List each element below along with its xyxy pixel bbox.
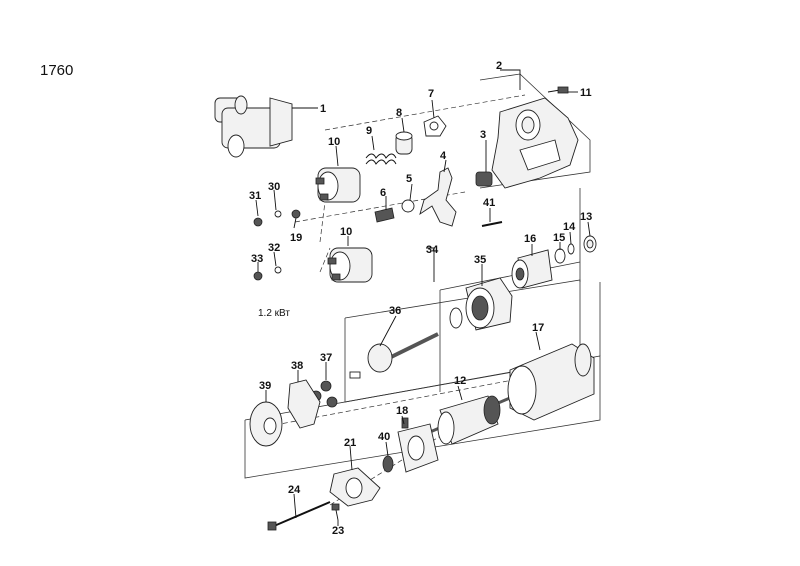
through-bolt <box>267 501 331 531</box>
label-18: 18 <box>396 405 408 417</box>
label-32: 32 <box>268 242 280 254</box>
axis-lines <box>274 94 556 506</box>
fork-washer <box>401 199 415 213</box>
label-38: 38 <box>291 360 303 372</box>
rings <box>554 235 597 264</box>
leader-lines <box>255 69 591 526</box>
bearing <box>382 455 394 473</box>
label-15: 15 <box>553 232 565 244</box>
label-23: 23 <box>332 525 344 537</box>
label-24: 24 <box>288 484 301 496</box>
label-21: 21 <box>344 437 356 449</box>
commutator-end-cap <box>329 467 381 507</box>
ring-gear <box>449 277 513 331</box>
label-5: 5 <box>406 173 412 185</box>
label-9: 9 <box>366 125 372 137</box>
label-40: 40 <box>378 431 390 443</box>
brush-holder <box>397 417 439 473</box>
starter-assembly <box>214 95 318 158</box>
label-41: 41 <box>483 197 495 209</box>
label-13: 13 <box>580 211 592 223</box>
label-3: 3 <box>480 129 486 141</box>
drive-end-housing <box>491 89 579 189</box>
yoke <box>507 343 595 421</box>
label-31: 31 <box>249 190 261 202</box>
small-bolt <box>331 503 340 521</box>
label-14: 14 <box>563 221 576 233</box>
label-10-upper: 10 <box>328 136 340 148</box>
pinion <box>475 171 493 187</box>
label-8: 8 <box>396 107 402 119</box>
label-33: 33 <box>251 253 263 265</box>
label-34: 34 <box>426 244 439 256</box>
label-35: 35 <box>474 254 486 266</box>
armature <box>429 395 511 445</box>
engagement-fork <box>419 167 457 227</box>
page-code: 1760 <box>40 62 73 79</box>
overrunning-clutch <box>511 249 553 289</box>
label-2: 2 <box>496 60 502 72</box>
label-1: 1 <box>320 103 326 115</box>
part-labels: 1 2 3 4 5 6 7 8 9 10 10 11 12 13 14 15 1… <box>249 60 592 537</box>
return-spring <box>365 153 397 165</box>
label-17: 17 <box>532 322 544 334</box>
solenoid-lower <box>327 247 373 283</box>
label-16: 16 <box>524 233 536 245</box>
label-36: 36 <box>389 305 401 317</box>
power-note: 1.2 кВт <box>258 308 290 319</box>
label-30: 30 <box>268 181 280 193</box>
screw <box>557 86 569 94</box>
planet-carrier-shaft <box>349 332 439 379</box>
label-39: 39 <box>259 380 271 392</box>
label-19: 19 <box>290 232 302 244</box>
plate <box>423 115 447 137</box>
plunger <box>395 131 413 155</box>
gear-housing <box>287 379 321 429</box>
label-7: 7 <box>428 88 434 100</box>
seal-plate <box>249 401 283 447</box>
stud <box>481 221 503 227</box>
label-10-lower: 10 <box>340 226 352 238</box>
label-6: 6 <box>380 187 386 199</box>
label-37: 37 <box>320 352 332 364</box>
solenoid-upper <box>315 167 361 203</box>
label-4: 4 <box>440 150 447 162</box>
rubber-block <box>374 207 395 223</box>
label-12: 12 <box>454 375 466 387</box>
label-11: 11 <box>580 87 592 99</box>
